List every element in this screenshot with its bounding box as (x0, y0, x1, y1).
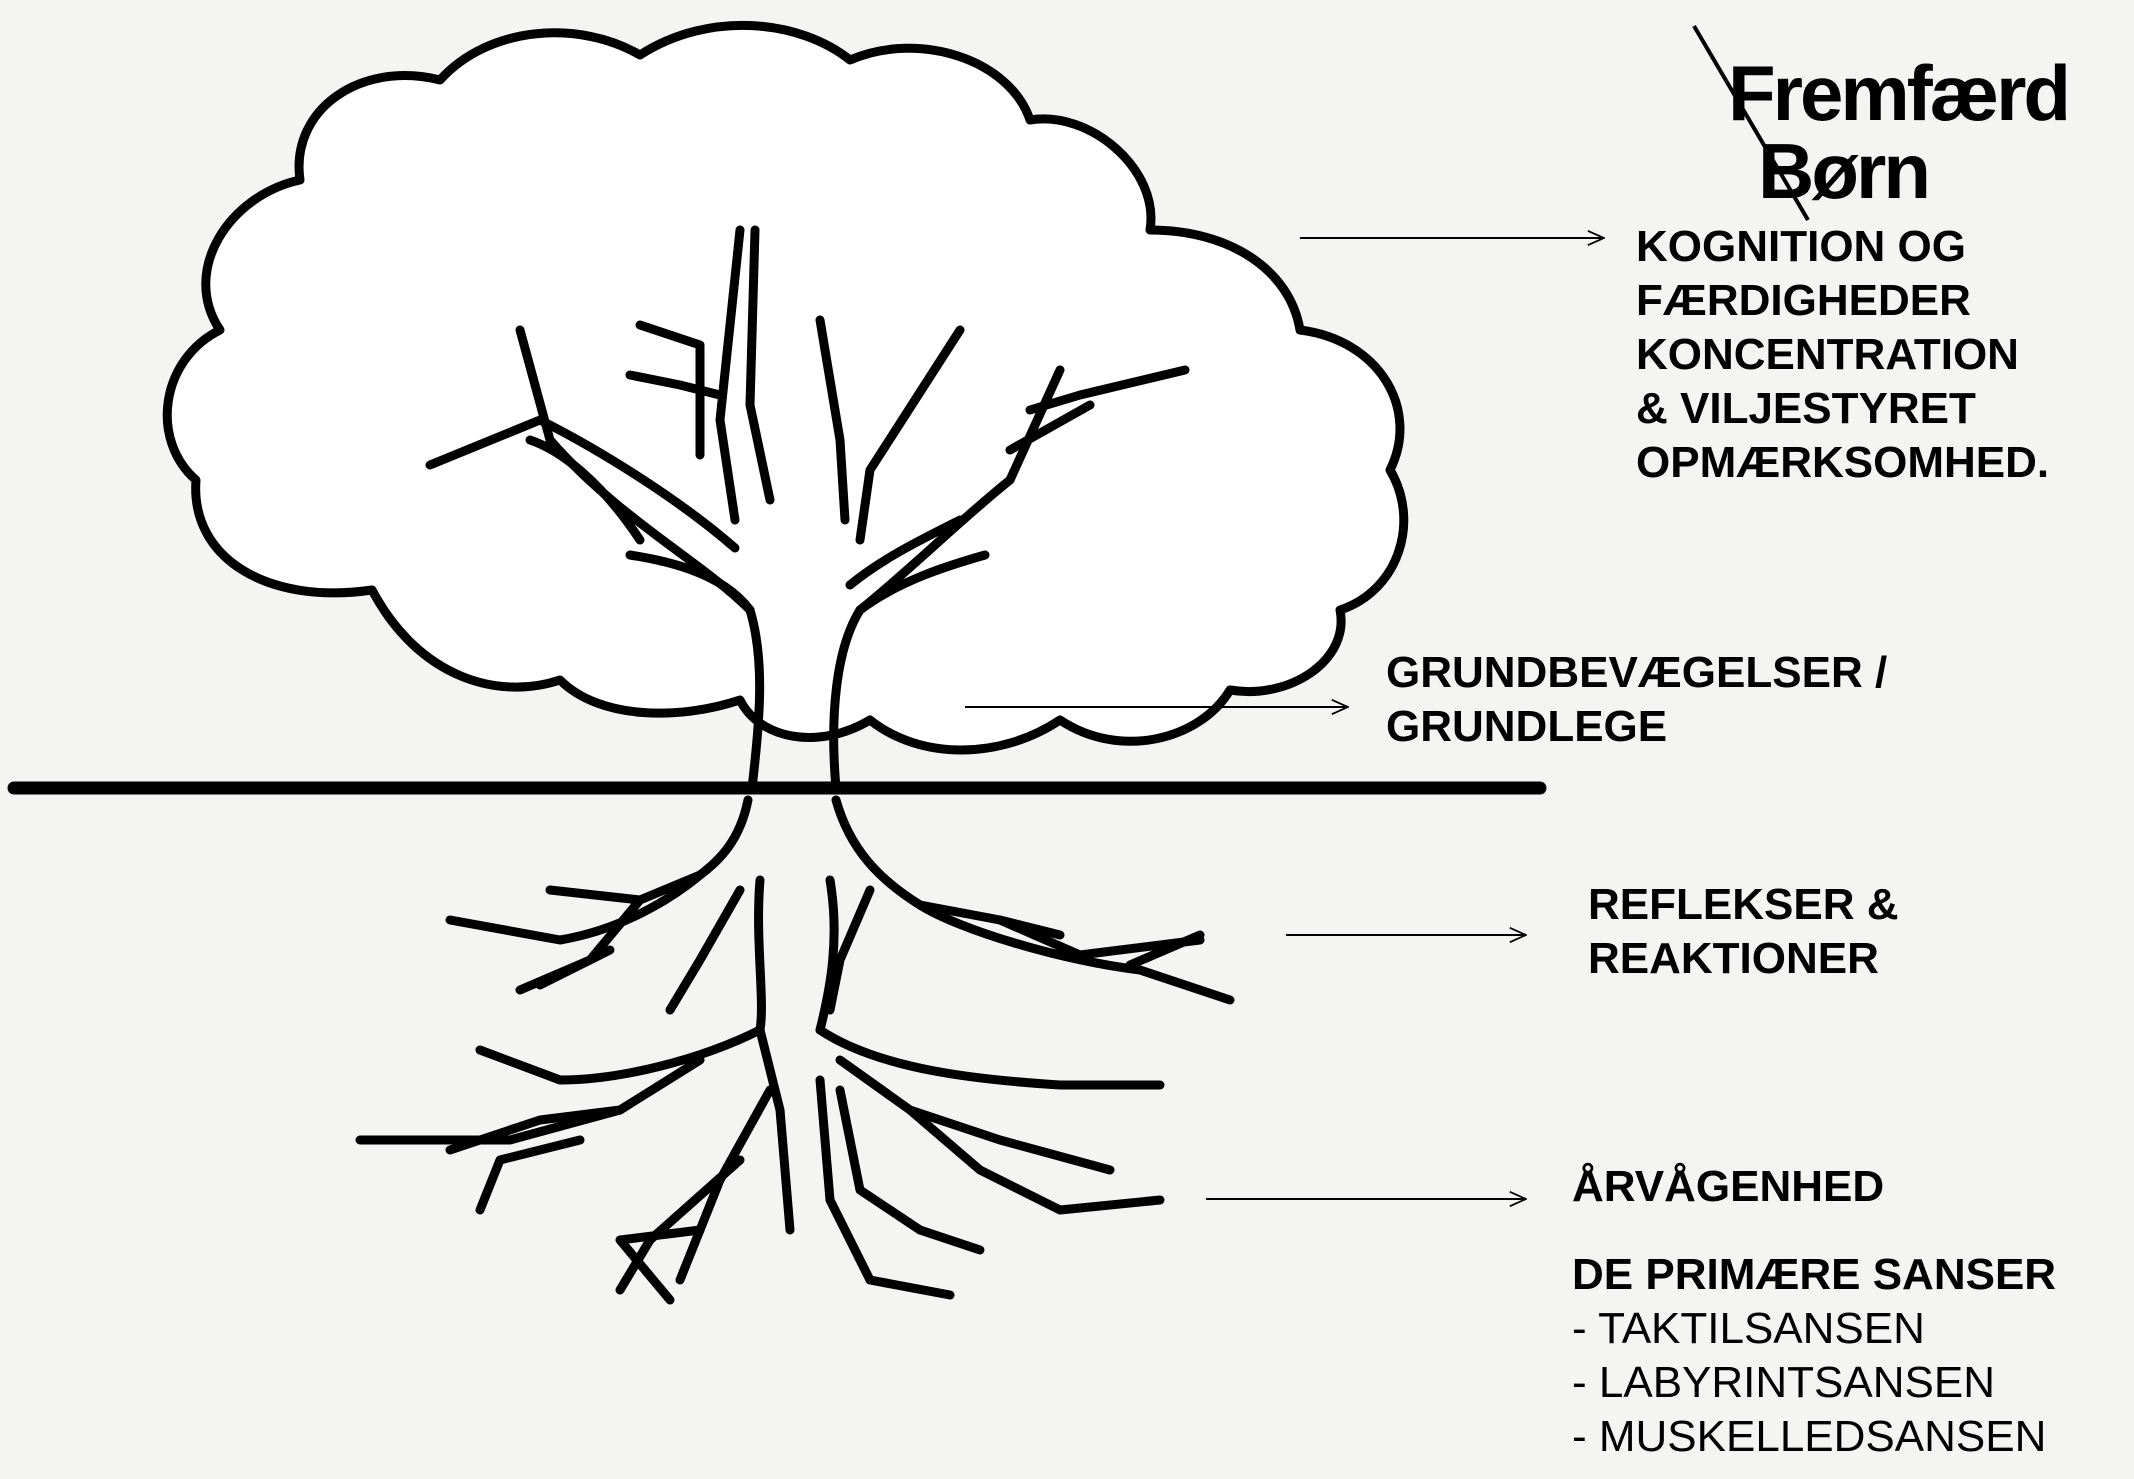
label-crown-line: KOGNITION OG (1636, 222, 1966, 271)
label-crown-line: & VILJESTYRET (1636, 384, 1976, 433)
label-upper-roots: REFLEKSER & REAKTIONER (1588, 878, 1898, 986)
label-crown-line: OPMÆRKSOMHED. (1636, 438, 2050, 487)
logo-word-2: Børn (1758, 127, 1931, 215)
tree-roots (355, 795, 1235, 1305)
label-arvagenhed: ÅRVÅGENHED (1572, 1162, 1885, 1211)
label-trunk: GRUNDBEVÆGELSER / GRUNDLEGE (1386, 646, 1887, 754)
label-sense-item: - LABYRINTSANSEN (1572, 1358, 1995, 1407)
tree-crown (162, 20, 1409, 755)
label-senses-title: DE PRIMÆRE SANSER (1572, 1250, 2057, 1299)
logo-word-1: Fremfærd (1728, 49, 2071, 137)
tree-branches (425, 225, 1190, 615)
label-crown-line: FÆRDIGHEDER (1636, 276, 1971, 325)
label-upper-roots-line: REAKTIONER (1588, 934, 1879, 983)
logo-slash (1692, 24, 1810, 222)
label-sense-item: - TAKTILSANSEN (1572, 1304, 1925, 1353)
fremfaerd-logo: Fremfærd Børn (1690, 24, 2071, 234)
label-crown-line: KONCENTRATION (1636, 330, 2019, 379)
label-crown: KOGNITION OG FÆRDIGHEDER KONCENTRATION &… (1636, 220, 2049, 490)
label-trunk-line: GRUNDLEGE (1386, 702, 1668, 751)
label-lower-roots: ÅRVÅGENHED DE PRIMÆRE SANSER - TAKTILSAN… (1572, 1160, 2056, 1464)
label-upper-roots-line: REFLEKSER & (1588, 880, 1899, 929)
label-trunk-line: GRUNDBEVÆGELSER / (1386, 648, 1888, 697)
label-sense-item: - MUSKELLEDSANSEN (1572, 1412, 2047, 1461)
